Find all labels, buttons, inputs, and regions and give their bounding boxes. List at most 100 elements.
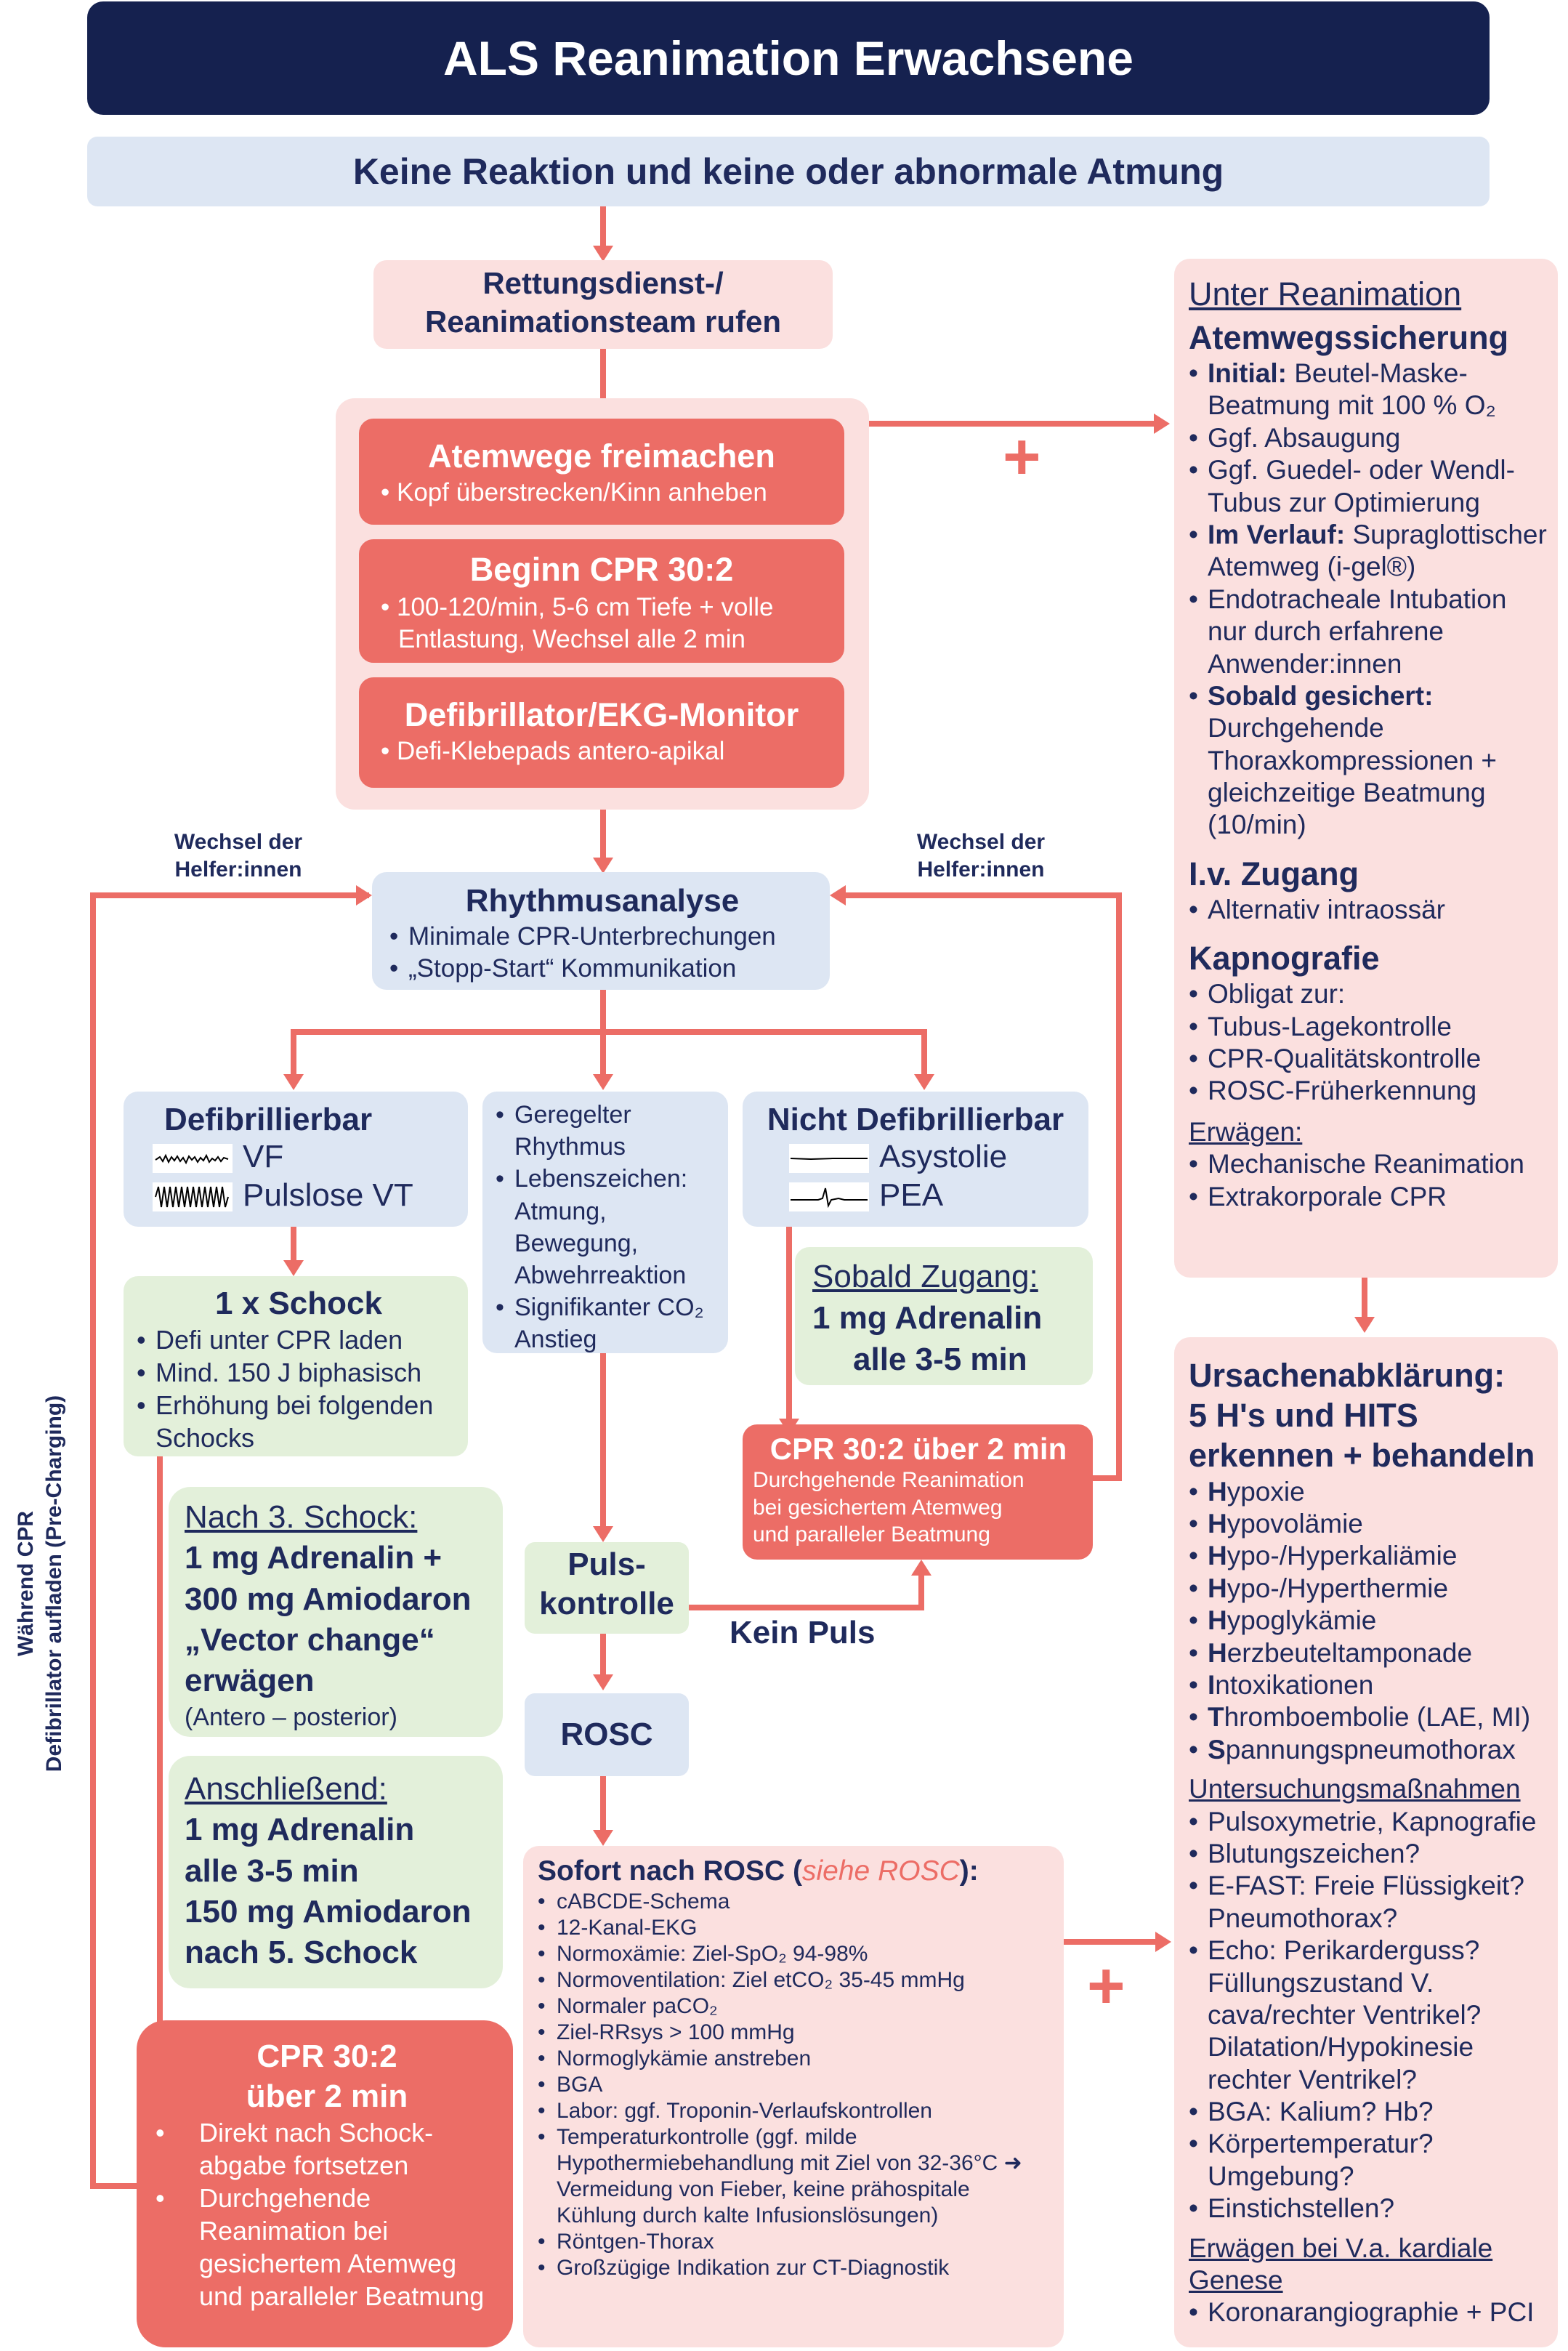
exam-item: Körpertemperatur? Umgebung? — [1189, 2128, 1551, 2193]
exam-list: Pulsoxymetrie, KapnografieBlutungszeiche… — [1189, 1806, 1551, 2225]
plus-icon: + — [1003, 421, 1041, 493]
airway-item: Ggf. Guedel- oder Wendl-Tubus zur Optimi… — [1189, 454, 1551, 519]
post-rosc-list: cABCDE-Schema12-Kanal-EKGNormoxämie: Zie… — [538, 1889, 1054, 2281]
cpr-left-box: CPR 30:2 über 2 min Direkt nach Schock-a… — [137, 2020, 513, 2347]
post-rosc-item: cABCDE-Schema — [538, 1889, 1054, 1915]
arrow — [1154, 414, 1170, 434]
cause-item: Hypoxie — [1189, 1476, 1551, 1509]
exam-item: Blutungszeichen? — [1189, 1838, 1551, 1871]
shockable-box: Defibrillierbar VF Pulslose VT — [124, 1092, 468, 1227]
arrow — [911, 1560, 931, 1576]
arrow — [593, 858, 613, 874]
post-rosc-item: Labor: ggf. Troponin-Verlaufskontrollen — [538, 2098, 1054, 2124]
rosc-box: ROSC — [525, 1693, 689, 1776]
exam-item: Einstichstellen? — [1189, 2193, 1551, 2225]
connector — [869, 421, 1157, 427]
connector — [600, 206, 606, 249]
connector — [921, 1029, 927, 1077]
access-box: Sobald Zugang: 1 mg Adrenalin alle 3-5 m… — [795, 1247, 1093, 1385]
connector — [90, 892, 369, 898]
connector-loop-left — [90, 892, 96, 2189]
airway-list: Initial: Beutel-Maske-Beatmung mit 100 %… — [1189, 358, 1551, 842]
causes-panel: Ursachenabklärung: 5 H's und HITS erkenn… — [1174, 1337, 1558, 2347]
arrow — [830, 885, 846, 906]
post-rosc-item: Normoglykämie anstreben — [538, 2046, 1054, 2072]
arrow — [356, 885, 372, 906]
connector — [689, 1605, 924, 1610]
cause-item: Hypoglykämie — [1189, 1605, 1551, 1637]
cause-item: Hypo-/Hyperthermie — [1189, 1573, 1551, 1605]
arrow — [914, 1074, 934, 1090]
no-pulse-label: Kein Puls — [730, 1615, 876, 1650]
post-rosc-item: Normoventilation: Ziel etCO₂ 35-45 mmHg — [538, 1967, 1054, 1993]
connector — [291, 1029, 296, 1077]
connector — [1093, 1475, 1122, 1481]
cause-item: Hypo-/Hyperkaliämie — [1189, 1540, 1551, 1573]
airway-item: Initial: Beutel-Maske-Beatmung mit 100 %… — [1189, 358, 1551, 422]
arrow — [593, 1074, 613, 1090]
arrow — [283, 1074, 304, 1090]
connector — [786, 1227, 792, 1424]
causes-list: HypoxieHypovolämieHypo-/HyperkaliämieHyp… — [1189, 1476, 1551, 1767]
airway-item: Sobald gesichert: Durchgehende Thoraxkom… — [1189, 680, 1551, 842]
connector — [600, 1634, 606, 1679]
connector — [291, 1029, 927, 1035]
connector — [291, 1227, 296, 1263]
pulse-check-box: Puls- kontrolle — [525, 1542, 689, 1634]
arrow — [593, 1830, 613, 1846]
post-rosc-item: Normaler paCO₂ — [538, 1993, 1054, 2020]
exam-item: Echo: Perikarderguss? Füllungszustand V.… — [1189, 1935, 1551, 2096]
nonshockable-box: Nicht Defibrillierbar Asystolie PEA — [743, 1092, 1088, 1227]
exam-item: BGA: Kalium? Hb? — [1189, 2096, 1551, 2129]
cpr-start-box: Beginn CPR 30:2 • 100-120/min, 5-6 cm Ti… — [359, 539, 844, 663]
rhythm-analysis-box: Rhythmusanalyse Minimale CPR-Unterbrechu… — [372, 872, 830, 990]
connector — [600, 1353, 606, 1533]
cause-item: Hypovolämie — [1189, 1508, 1551, 1541]
pea-ecg-icon — [789, 1182, 869, 1212]
arrow — [593, 1526, 613, 1542]
connector — [600, 349, 606, 398]
connector — [600, 810, 606, 865]
cause-item: Spannungspneumothorax — [1189, 1734, 1551, 1767]
side-label: Während CPR Defibrillator aufladen (Pre-… — [14, 1395, 66, 1773]
cause-item: Thromboembolie (LAE, MI) — [1189, 1701, 1551, 1734]
post-rosc-item: BGA — [538, 2072, 1054, 2098]
cause-item: Intoxikationen — [1189, 1669, 1551, 1702]
connector — [846, 892, 1122, 898]
connector — [600, 990, 606, 1033]
airway-item: Im Verlauf: Supraglottischer Atemweg (i-… — [1189, 519, 1551, 584]
connector — [600, 1029, 606, 1077]
asystole-ecg-icon — [789, 1144, 869, 1174]
connector — [918, 1574, 924, 1610]
connector — [1362, 1278, 1367, 1321]
after-third-shock-box: Nach 3. Schock: 1 mg Adrenalin + 300 mg … — [169, 1487, 503, 1737]
arrow — [593, 1674, 613, 1690]
arrow — [593, 246, 613, 262]
page-title: ALS Reanimation Erwachsene — [443, 31, 1133, 85]
cause-item: Herzbeutel­tamponade — [1189, 1637, 1551, 1670]
airway-item: Ggf. Absaugung — [1189, 422, 1551, 455]
cpr-right-box: CPR 30:2 über 2 min Durchgehende Reanima… — [743, 1424, 1093, 1560]
connector-loop-right — [1116, 892, 1122, 1481]
plus-icon: + — [1087, 1950, 1126, 2023]
start-condition: Keine Reaktion und keine oder abnormale … — [87, 137, 1490, 206]
connector — [157, 1456, 163, 2022]
rosc-criteria-box: Geregelter Rhythmus Lebenszeichen: Atmun… — [482, 1092, 728, 1353]
connector — [600, 1776, 606, 1834]
exam-item: Pulsoxymetrie, Kapnografie — [1189, 1806, 1551, 1839]
post-rosc-item: Röntgen-Thorax — [538, 2229, 1054, 2255]
header-banner: ALS Reanimation Erwachsene — [87, 1, 1490, 115]
arrow — [283, 1260, 304, 1276]
post-rosc-item: Normoxämie: Ziel-SpO₂ 94-98% — [538, 1941, 1054, 1967]
connector — [1064, 1939, 1158, 1945]
helper-change-right: Wechsel der Helfer:innen — [916, 830, 1046, 882]
post-rosc-box: Sofort nach ROSC (siehe ROSC): cABCDE-Sc… — [523, 1846, 1064, 2347]
post-rosc-item: Ziel-RRsys > 100 mmHg — [538, 2020, 1054, 2046]
then-box: Anschließend: 1 mg Adrenalin alle 3-5 mi… — [169, 1756, 503, 1988]
arrow — [1354, 1317, 1375, 1333]
airway-item: Endotracheale Intubation nur durch erfah… — [1189, 584, 1551, 680]
shock-box: 1 x Schock Defi unter CPR laden Mind. 15… — [124, 1276, 468, 1456]
connector — [90, 2183, 137, 2189]
defi-monitor-box: Defibrillator/EKG-Monitor • Defi-Klebepa… — [359, 677, 844, 788]
arrow — [1155, 1932, 1171, 1952]
